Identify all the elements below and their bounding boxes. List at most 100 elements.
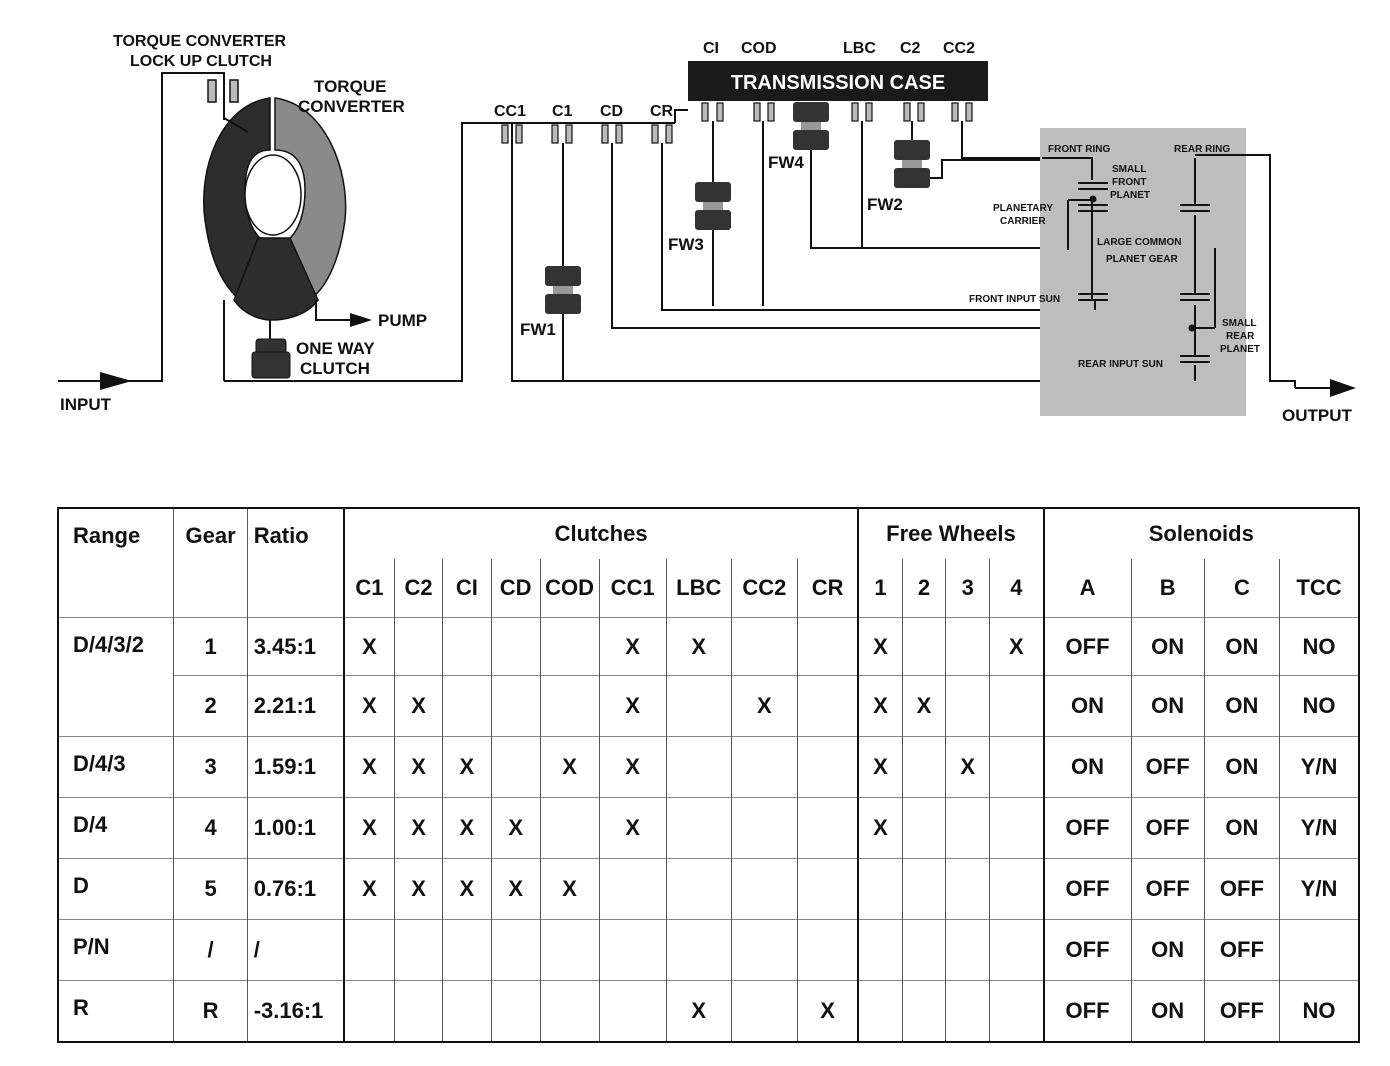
carrier-label-2: CARRIER: [1000, 216, 1046, 227]
case-label-c2: C2: [900, 40, 921, 57]
solenoid-cell: ON: [1130, 675, 1205, 737]
clutch-cell: X: [394, 736, 443, 798]
clutch-cell: [730, 617, 798, 676]
col-header-free-wheel: 1: [857, 559, 903, 618]
clutch-cell: [796, 858, 859, 920]
clutch-cell: X: [441, 858, 492, 920]
clutch-cell: X: [394, 858, 443, 920]
solenoid-cell: NO: [1279, 675, 1359, 737]
clutch-cell: X: [342, 858, 395, 920]
freewheel-fw2: [894, 140, 930, 188]
clutch-cell: [665, 797, 732, 859]
tc-lockup-label-2: LOCK UP CLUTCH: [130, 53, 272, 70]
free-wheel-cell: [901, 797, 946, 859]
ratio-cell: 3.45:1: [246, 617, 344, 676]
gear-cell: 1: [173, 617, 248, 676]
front-ring-label: FRONT RING: [1048, 144, 1110, 155]
clutch-cell: X: [490, 858, 541, 920]
solenoid-cell: OFF: [1130, 736, 1205, 798]
small-front-label-2: FRONT: [1112, 177, 1146, 188]
gear-cell: 4: [173, 797, 248, 859]
case-label-cc2: CC2: [943, 40, 975, 57]
small-front-label-3: PLANET: [1110, 190, 1150, 201]
solenoid-cell: OFF: [1203, 919, 1280, 981]
ratio-cell: 1.00:1: [246, 797, 344, 859]
case-label-cod: COD: [741, 40, 777, 57]
clutch-cell: [394, 617, 443, 676]
free-wheel-cell: [857, 858, 903, 920]
free-wheel-cell: [989, 858, 1044, 920]
lockup-shaft: [120, 72, 225, 382]
gear-cell: /: [173, 919, 248, 981]
free-wheel-cell: [945, 617, 990, 676]
tc-label-2: CONVERTER: [298, 97, 405, 116]
col-header-clutch: CC1: [598, 559, 667, 618]
col-header-clutch: C2: [394, 559, 443, 618]
case-label: TRANSMISSION CASE: [731, 72, 945, 94]
free-wheel-cell: X: [857, 736, 903, 798]
free-wheel-cell: [989, 980, 1044, 1042]
small-rear-label: SMALL: [1222, 318, 1256, 329]
clutch-cell: X: [342, 617, 395, 676]
free-wheel-cell: [989, 675, 1044, 737]
ratio-cell: 2.21:1: [246, 675, 344, 737]
clutch-cell: X: [441, 797, 492, 859]
clutch-cell: [394, 919, 443, 981]
large-common-label: LARGE COMMON: [1097, 237, 1181, 248]
range-cell: R: [57, 980, 174, 1042]
clutch-cell: [490, 980, 541, 1042]
free-wheel-cell: [857, 919, 903, 981]
col-header-free-wheel: 3: [945, 559, 990, 618]
solenoid-cell: ON: [1130, 617, 1205, 676]
solenoid-cell: ON: [1042, 736, 1132, 798]
clutch-cell: [598, 980, 667, 1042]
clutch-cell: [796, 617, 859, 676]
solenoid-cell: ON: [1130, 980, 1205, 1042]
clutch-cell: [539, 797, 600, 859]
clutch-label-c1: C1: [552, 103, 573, 120]
clutch-label-cr: CR: [650, 103, 674, 120]
rear-sun-label: REAR INPUT SUN: [1078, 359, 1163, 370]
col-header-clutch: C1: [342, 559, 395, 618]
clutch-cell: X: [730, 675, 798, 737]
free-wheel-cell: [945, 919, 990, 981]
range-cell: [57, 675, 174, 737]
solenoid-cell: OFF: [1042, 858, 1132, 920]
clutch-cell: [441, 617, 492, 676]
planet-gear-marks: [1078, 182, 1210, 363]
front-sun-label: FRONT INPUT SUN: [969, 294, 1060, 305]
free-wheel-cell: [901, 858, 946, 920]
header-solenoids: Solenoids: [1042, 508, 1359, 560]
gear-cell: 3: [173, 736, 248, 798]
col-header-clutch: CC2: [730, 559, 798, 618]
col-header-clutch: CI: [441, 559, 492, 618]
ratio-cell: 1.59:1: [246, 736, 344, 798]
range-cell: P/N: [57, 919, 174, 981]
solenoid-cell: NO: [1279, 980, 1359, 1042]
gear-cell: 2: [173, 675, 248, 737]
clutch-cell: [490, 919, 541, 981]
solenoid-cell: Y/N: [1279, 797, 1359, 859]
clutch-cell: [342, 919, 395, 981]
solenoid-cell: [1279, 919, 1359, 981]
clutch-cell: X: [598, 736, 667, 798]
clutch-cell: X: [490, 797, 541, 859]
col-header-clutch: CD: [490, 559, 541, 618]
header-ratio: Ratio: [246, 508, 344, 618]
fw4-label: FW4: [768, 153, 804, 172]
free-wheel-cell: X: [857, 797, 903, 859]
solenoid-cell: Y/N: [1279, 736, 1359, 798]
case-label-lbc: LBC: [843, 40, 876, 57]
col-header-solenoid: TCC: [1279, 559, 1359, 618]
ratio-cell: -3.16:1: [246, 980, 344, 1042]
clutch-cell: [539, 980, 600, 1042]
col-header-solenoid: A: [1042, 559, 1132, 618]
carrier-label: PLANETARY: [993, 203, 1053, 214]
free-wheel-cell: X: [945, 736, 990, 798]
owc-label: ONE WAY: [296, 339, 375, 358]
clutch-cell: [796, 919, 859, 981]
clutch-cell: X: [441, 736, 492, 798]
